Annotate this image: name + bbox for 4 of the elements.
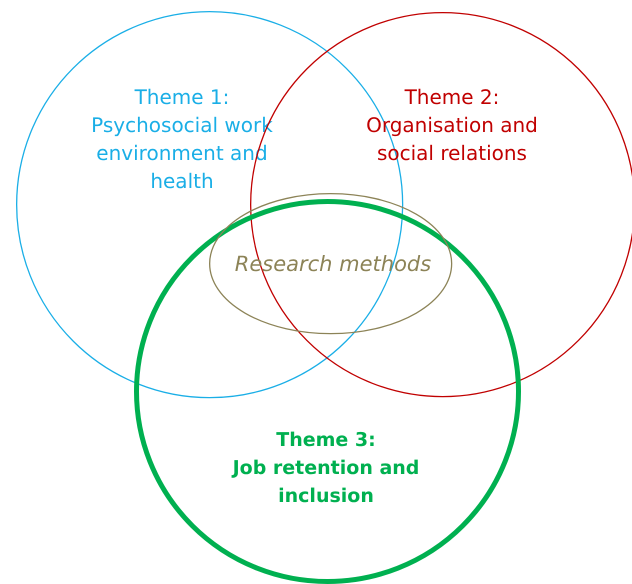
theme-heading: Theme 1: [134,84,230,111]
theme-heading: Theme 3: [276,428,376,453]
theme-heading: Theme 2: [404,84,500,111]
theme-label: Job retention and inclusion [230,456,420,509]
